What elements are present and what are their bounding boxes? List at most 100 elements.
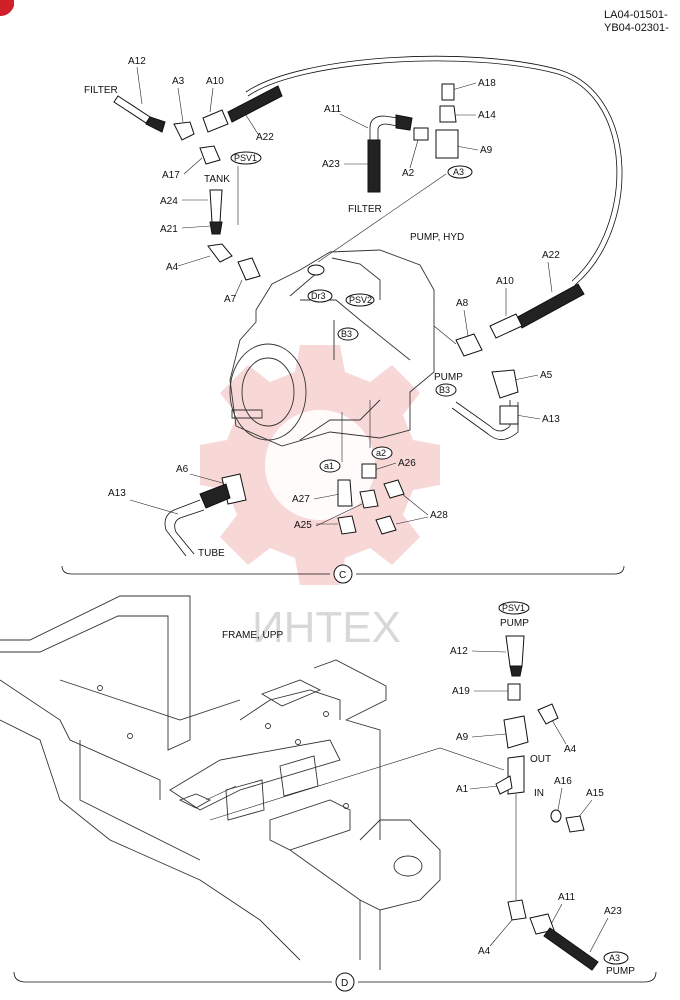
svg-text:PSV2: PSV2 — [349, 295, 372, 305]
fitting-a25-1 — [359, 489, 379, 509]
label-a12-d: A12 — [450, 646, 468, 657]
hose-a22-right — [515, 283, 585, 329]
fitting-a2 — [413, 127, 429, 141]
svg-text:A3: A3 — [453, 167, 464, 177]
badge-a1 — [319, 459, 341, 473]
label-a23-d: A23 — [604, 906, 622, 917]
fitting-a25-2 — [337, 515, 357, 535]
badge-a3-d — [603, 951, 629, 965]
hose-a22-top — [227, 85, 283, 123]
svg-text:PSV1: PSV1 — [502, 603, 525, 613]
svg-text:Dr3: Dr3 — [311, 291, 326, 301]
fitting-a26 — [361, 463, 377, 479]
label-tank: TANK — [204, 174, 230, 185]
badge-a3-c — [447, 165, 473, 179]
label-a8: A8 — [456, 298, 469, 309]
elbow-a8 — [455, 333, 483, 357]
badge-b3 — [435, 383, 457, 397]
label-a1-d: A1 — [456, 784, 469, 795]
label-a3-c: A3 — [172, 76, 185, 87]
label-a4-d-bottom: A4 — [478, 946, 491, 957]
label-tube: TUBE — [198, 548, 225, 559]
label-a11-c: A11 — [324, 104, 341, 115]
label-a6: A6 — [176, 464, 189, 475]
badge-psv1-d — [498, 601, 530, 615]
svg-text:B3: B3 — [341, 329, 352, 339]
label-a23-c: A23 — [322, 159, 340, 170]
fitting-a13-right — [499, 405, 519, 425]
block-a9-c — [435, 129, 459, 159]
label-a4-d-top: A4 — [564, 744, 577, 755]
label-in: IN — [534, 788, 544, 799]
pipe-route — [209, 747, 505, 821]
frame-upp — [0, 595, 441, 970]
marker-d-circle — [335, 972, 355, 992]
label-a17: A17 — [162, 170, 180, 181]
fitting-a28-1 — [383, 479, 405, 499]
label-a22-top: A22 — [256, 132, 274, 143]
fitting-a7 — [237, 257, 261, 281]
hose-a12-d — [505, 635, 525, 667]
label-frame-upp: FRAME, UPP — [222, 630, 283, 641]
hose-a23-c — [367, 139, 381, 193]
label-a22-right: A22 — [542, 250, 560, 261]
fitting-a21 — [209, 221, 223, 235]
label-a10-right: A10 — [496, 276, 514, 287]
marker-d: D — [341, 978, 348, 989]
label-a5: A5 — [540, 370, 553, 381]
badge-psv1-c — [230, 151, 262, 165]
badge-psv2 — [345, 293, 375, 307]
tube-left — [164, 499, 201, 557]
svg-text:a1: a1 — [324, 461, 334, 471]
bracket-c — [61, 565, 625, 575]
label-a26: A26 — [398, 458, 416, 469]
hose-a12 — [113, 95, 151, 124]
label-a15: A15 — [586, 788, 604, 799]
header-code-1: LA04-01501- — [604, 9, 668, 21]
pump-body — [229, 249, 435, 447]
label-pump-hyd: PUMP, HYD — [410, 232, 464, 243]
svg-text:B3: B3 — [439, 385, 450, 395]
elbow-a4-c — [207, 243, 233, 263]
fitting-a19 — [507, 683, 521, 701]
fitting-a6 — [199, 483, 231, 509]
corner-tab — [0, 0, 14, 16]
fitting-a11-d — [529, 913, 555, 935]
label-a21: A21 — [160, 224, 178, 235]
label-filter-mid: FILTER — [348, 204, 382, 215]
label-pump-top: PUMP — [500, 618, 529, 629]
label-a10-top: A10 — [206, 76, 224, 87]
washer-a16 — [550, 809, 562, 823]
fitting-a12-d — [509, 665, 523, 677]
bolt-a15 — [565, 815, 585, 833]
label-pump-bottom: PUMP — [606, 966, 635, 977]
svg-text:a2: a2 — [376, 448, 386, 458]
label-a25: A25 — [294, 520, 312, 531]
cap-a18 — [441, 83, 455, 101]
label-a12-c: A12 — [128, 56, 146, 67]
label-a13-right: A13 — [542, 414, 560, 425]
elbow-a5 — [491, 369, 519, 399]
label-out: OUT — [530, 754, 551, 765]
svg-text:PSV1: PSV1 — [234, 153, 257, 163]
pump-flange — [229, 343, 307, 441]
label-a24: A24 — [160, 196, 178, 207]
label-pump-c: PUMP — [434, 372, 463, 383]
label-a18: A18 — [478, 78, 496, 89]
hose-a11 — [369, 115, 399, 190]
label-filter-top: FILTER — [84, 85, 118, 96]
header-code-2: YB04-02301- — [604, 22, 669, 34]
fitting-a12 — [145, 116, 166, 133]
bracket-d — [13, 971, 657, 983]
label-a19: A19 — [452, 686, 470, 697]
label-a27: A27 — [292, 494, 310, 505]
badge-a2 — [371, 446, 393, 460]
hose-pump — [455, 400, 511, 432]
nut-a14 — [439, 105, 457, 123]
label-a28: A28 — [430, 510, 448, 521]
hose-a24 — [209, 189, 223, 223]
fitting-a10-right — [489, 313, 523, 339]
label-a14: A14 — [478, 110, 496, 121]
fitting-a11-c — [395, 114, 413, 131]
